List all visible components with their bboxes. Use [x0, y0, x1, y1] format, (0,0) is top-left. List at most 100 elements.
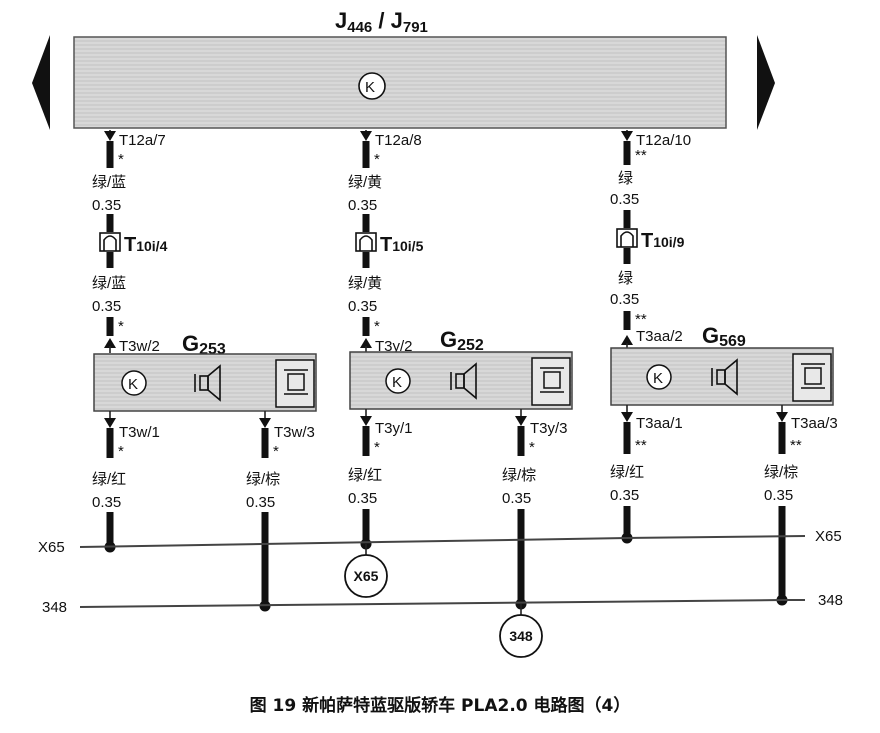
- option-mark: **: [635, 437, 647, 454]
- pin-arrow-icon: [360, 338, 372, 348]
- wire-color: 绿/黄: [348, 275, 382, 292]
- ground-348-label-right: 348: [818, 592, 843, 609]
- x65-rail: [79, 537, 628, 548]
- svg-text:K: K: [365, 79, 375, 96]
- wire-gauge: 0.35: [502, 490, 531, 507]
- connector-icon: [616, 228, 638, 248]
- can-bus-symbol-icon: K: [121, 370, 147, 396]
- wire-color: 绿/棕: [502, 467, 536, 484]
- wire-gauge: 0.35: [348, 298, 377, 315]
- speaker-g253: G253 K T3w/1 * 绿/红 0.35 T3w/3: [92, 331, 317, 612]
- pin-arrow-icon: [621, 412, 633, 422]
- pin-label: T12a/8: [375, 132, 422, 149]
- speaker-g569: G569 K T3aa/1 ** 绿/红 0.35 T3aa/3: [610, 323, 838, 606]
- wire-gauge: 0.35: [348, 197, 377, 214]
- svg-text:K: K: [128, 376, 138, 393]
- option-mark: **: [790, 437, 802, 454]
- pin-arrow-icon: [104, 338, 116, 348]
- pin-arrow-icon: [515, 416, 527, 426]
- pin-arrow-icon: [104, 131, 116, 141]
- wire-color: 绿/红: [92, 471, 126, 488]
- x65-rail-label-left: X65: [38, 539, 65, 556]
- pin-arrow-icon: [259, 418, 271, 428]
- pin-label: T3aa/2: [636, 328, 683, 345]
- wire-gauge: 0.35: [610, 291, 639, 308]
- connector-label: T10i/4: [124, 234, 168, 256]
- wire-column-1: T12a/7 * 绿/蓝 0.35 T10i/4 绿/蓝 0.35 * T3w/…: [92, 130, 168, 355]
- option-mark: *: [273, 443, 279, 460]
- pin-label: T3aa/3: [791, 415, 838, 432]
- wire-color: 绿/红: [610, 464, 644, 481]
- wire-gauge: 0.35: [92, 298, 121, 315]
- right-arrow-icon: [757, 35, 775, 130]
- pin-label: T3y/2: [375, 338, 413, 355]
- crystal-icon: [275, 359, 315, 408]
- x65-rail-label-right: X65: [815, 528, 842, 545]
- speaker-icon: [450, 362, 477, 400]
- wire-gauge: 0.35: [92, 197, 121, 214]
- wire-column-2: T12a/8 * 绿/黄 0.35 T10i/5 绿/黄 0.35 * T3y/…: [348, 130, 424, 355]
- pin-label: T3y/1: [375, 420, 413, 437]
- pin-label: T3aa/1: [636, 415, 683, 432]
- wire-color: 绿/红: [348, 467, 382, 484]
- pin-label: T3y/3: [530, 420, 568, 437]
- pin-label: T3w/2: [119, 338, 160, 355]
- speaker-icon: [194, 364, 221, 402]
- controller-box: [73, 36, 727, 129]
- crystal-icon: [792, 353, 832, 402]
- wire-color: 绿: [618, 270, 633, 287]
- option-mark: *: [374, 439, 380, 456]
- option-mark: **: [635, 147, 647, 164]
- speaker-g252: G252 K T3y/1 * 绿/红 0.35 X65: [344, 327, 573, 658]
- wire-gauge: 0.35: [348, 490, 377, 507]
- can-bus-symbol-icon: K: [646, 364, 672, 390]
- connector-label: T10i/5: [380, 234, 424, 256]
- connector-icon: [99, 232, 121, 252]
- pin-arrow-icon: [621, 131, 633, 141]
- pin-label: T12a/7: [119, 132, 166, 149]
- connector-icon: [355, 232, 377, 252]
- pin-label: T3w/1: [119, 424, 160, 441]
- svg-text:K: K: [653, 370, 663, 387]
- connector-label: T10i/9: [641, 230, 685, 252]
- pin-arrow-icon: [621, 335, 633, 345]
- ground-348-badge: 348: [499, 614, 543, 658]
- svg-text:X65: X65: [354, 568, 379, 584]
- pin-label: T12a/10: [636, 132, 691, 149]
- wire-gauge: 0.35: [246, 494, 275, 511]
- option-mark: *: [118, 318, 124, 335]
- left-arrow-icon: [32, 35, 50, 130]
- wire-column-3: T12a/10 ** 绿 0.35 T10i/9 绿 0.35 ** T3aa/…: [610, 130, 691, 351]
- wire-color: 绿/棕: [764, 464, 798, 481]
- wire-color: 绿/黄: [348, 174, 382, 191]
- controller-title: J446 / J791: [335, 8, 428, 36]
- x65-ground-badge: X65: [344, 554, 388, 598]
- option-mark: *: [374, 318, 380, 335]
- wire-color: 绿: [618, 170, 633, 187]
- pin-arrow-icon: [360, 131, 372, 141]
- option-mark: *: [118, 443, 124, 460]
- option-mark: **: [635, 311, 647, 328]
- option-mark: *: [118, 151, 124, 168]
- svg-text:348: 348: [509, 628, 533, 644]
- ground-348-rail: [79, 599, 783, 608]
- wire-gauge: 0.35: [610, 487, 639, 504]
- ground-348-label-left: 348: [42, 599, 67, 616]
- wire-color: 绿/蓝: [92, 174, 126, 191]
- wire-gauge: 0.35: [610, 191, 639, 208]
- wire-gauge: 0.35: [764, 487, 793, 504]
- speaker-label: G569: [702, 323, 746, 350]
- svg-text:K: K: [392, 374, 402, 391]
- wire-gauge: 0.35: [92, 494, 121, 511]
- speaker-icon: [711, 358, 738, 396]
- crystal-icon: [531, 357, 571, 406]
- can-bus-symbol-icon: K: [358, 72, 386, 100]
- pin-arrow-icon: [104, 418, 116, 428]
- speaker-label: G252: [440, 327, 484, 354]
- option-mark: *: [374, 151, 380, 168]
- figure-caption: 图 19 新帕萨特蓝驱版轿车 PLA2.0 电路图（4）: [250, 695, 631, 716]
- pin-label: T3w/3: [274, 424, 315, 441]
- wire-color: 绿/蓝: [92, 275, 126, 292]
- pin-arrow-icon: [360, 416, 372, 426]
